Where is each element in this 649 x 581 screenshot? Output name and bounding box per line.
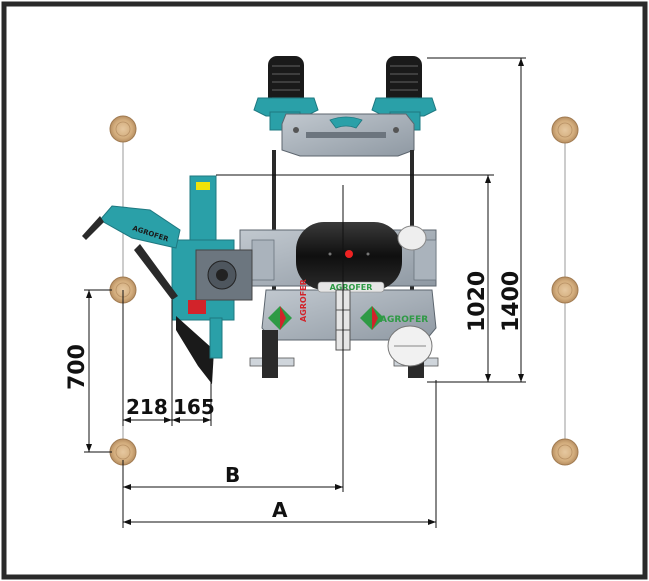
tree-post-right-bottom [551, 438, 579, 466]
dimension-1400-label: 1400 [499, 271, 524, 332]
brand-label-right: AGROFER [380, 315, 428, 325]
brand-label-left: AGROFER [299, 279, 308, 322]
tree-post-left-top [109, 115, 137, 143]
dimension-700 [84, 289, 112, 453]
machine: AGROFER AGROFER AGROFER [82, 56, 439, 384]
filter-canister [397, 225, 427, 251]
dimension-1020 [216, 174, 494, 383]
dimension-a [123, 380, 437, 528]
tank [296, 222, 402, 290]
dimension-1020-label: 1020 [465, 271, 490, 332]
brand-logo-right [360, 306, 384, 330]
tree-post-right-middle [551, 276, 579, 304]
dimension-218-label: 218 [126, 395, 168, 419]
dimension-165-label: 165 [173, 395, 215, 419]
dimension-b [122, 185, 344, 528]
dimension-218-165 [122, 290, 212, 426]
brand-label-top: AGROFER [330, 283, 373, 292]
brand-logo-left [268, 306, 292, 330]
dimension-b-label: B [225, 463, 240, 487]
tree-post-right-top [551, 116, 579, 144]
side-implement: AGROFER [82, 175, 253, 384]
dimension-a-label: A [272, 498, 288, 522]
dimension-700-label: 700 [65, 344, 90, 390]
